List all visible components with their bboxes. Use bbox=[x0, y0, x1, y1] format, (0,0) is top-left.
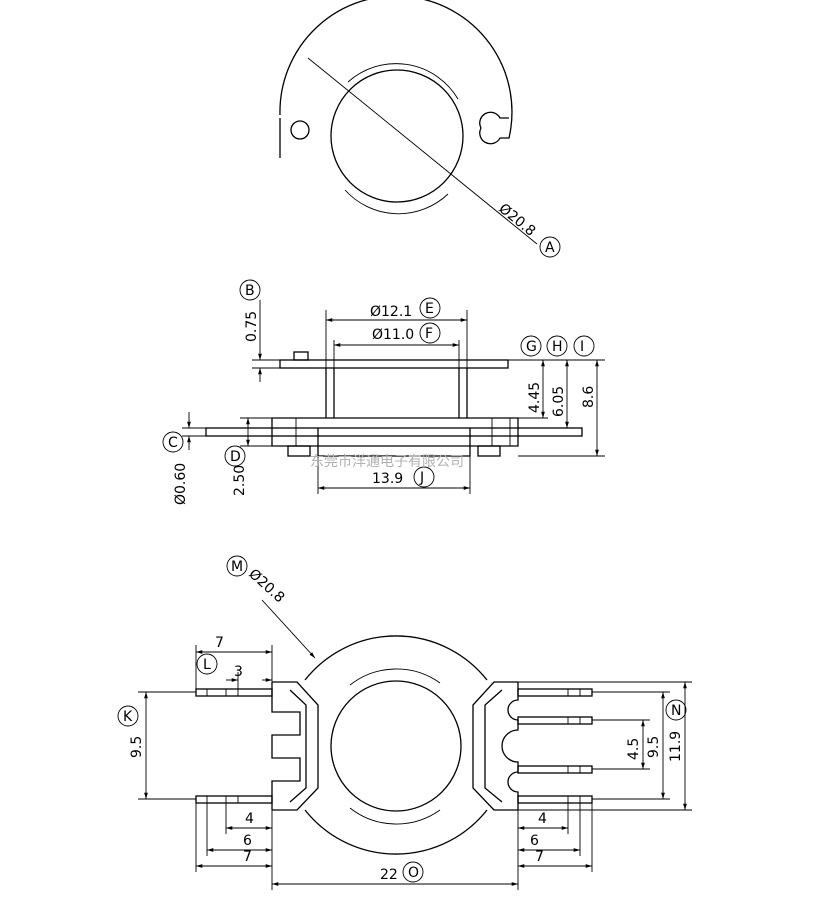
label-E-circle bbox=[419, 297, 441, 319]
label-M: M bbox=[231, 559, 243, 575]
dim-4-right-label: 4 bbox=[538, 811, 547, 827]
dim-605-label: 6.05 bbox=[551, 386, 567, 417]
label-L: L bbox=[203, 657, 211, 673]
label-F-circle bbox=[419, 322, 441, 344]
label-N: N bbox=[671, 703, 681, 719]
label-E: E bbox=[425, 301, 434, 317]
label-O: O bbox=[408, 865, 419, 881]
dim-86-label: 8.6 bbox=[581, 386, 597, 408]
base-width-label: 13.9 bbox=[372, 471, 403, 487]
dim-445-label: 4.45 bbox=[527, 382, 543, 413]
label-A-circle bbox=[539, 236, 561, 258]
label-K-circle bbox=[117, 705, 139, 727]
label-A: A bbox=[545, 240, 555, 256]
dim-3-label: 3 bbox=[234, 664, 243, 680]
inner-diameter-label: Ø11.0 bbox=[372, 327, 414, 343]
top-view bbox=[279, 0, 538, 245]
label-L-circle bbox=[196, 653, 218, 675]
watermark: 东莞市洋通电子有限公司 bbox=[310, 453, 464, 470]
label-M-circle bbox=[226, 555, 248, 577]
label-F: F bbox=[425, 326, 433, 342]
label-N-circle bbox=[665, 699, 687, 721]
dim-4-left-label: 4 bbox=[245, 811, 254, 827]
bottom-view bbox=[195, 635, 593, 855]
dim-6-left-label: 6 bbox=[243, 833, 252, 849]
label-D: D bbox=[230, 449, 241, 465]
label-H-circle bbox=[546, 335, 568, 357]
side-view bbox=[205, 351, 583, 457]
dim-119-label: 11.9 bbox=[668, 731, 684, 762]
label-G-circle bbox=[520, 335, 542, 357]
label-J-circle bbox=[413, 466, 435, 488]
label-J: J bbox=[419, 470, 424, 486]
dim-22-label: 22 bbox=[380, 867, 398, 883]
dim-7-left-label: 7 bbox=[243, 849, 252, 865]
label-C: C bbox=[168, 435, 178, 451]
dim-7-top-label: 7 bbox=[215, 635, 224, 651]
label-B-circle bbox=[239, 279, 261, 301]
pin-thickness-label: Ø0.60 bbox=[173, 463, 189, 505]
dim-45-right-label: 4.5 bbox=[626, 738, 642, 760]
upper-diameter-label: Ø12.1 bbox=[370, 304, 412, 320]
dim-95-right-label: 9.5 bbox=[646, 736, 662, 758]
base-height-label: 2.50 bbox=[232, 465, 248, 496]
label-B: B bbox=[245, 283, 255, 299]
label-K: K bbox=[123, 709, 133, 725]
label-I-circle bbox=[573, 335, 595, 357]
flange-thickness-label: 0.75 bbox=[244, 311, 260, 342]
label-I: I bbox=[580, 339, 584, 355]
bottom-diameter-label: Ø20.8 bbox=[245, 566, 287, 606]
label-H: H bbox=[552, 339, 563, 355]
label-O-circle bbox=[402, 861, 424, 883]
dim-7-right-label: 7 bbox=[535, 849, 544, 865]
label-D-circle bbox=[224, 445, 246, 467]
label-G: G bbox=[526, 339, 537, 355]
label-C-circle bbox=[162, 431, 184, 453]
top-diameter-label: Ø20.8 bbox=[495, 201, 538, 240]
dim-6-right-label: 6 bbox=[530, 833, 539, 849]
dim-95-left-label: 9.5 bbox=[129, 736, 145, 758]
